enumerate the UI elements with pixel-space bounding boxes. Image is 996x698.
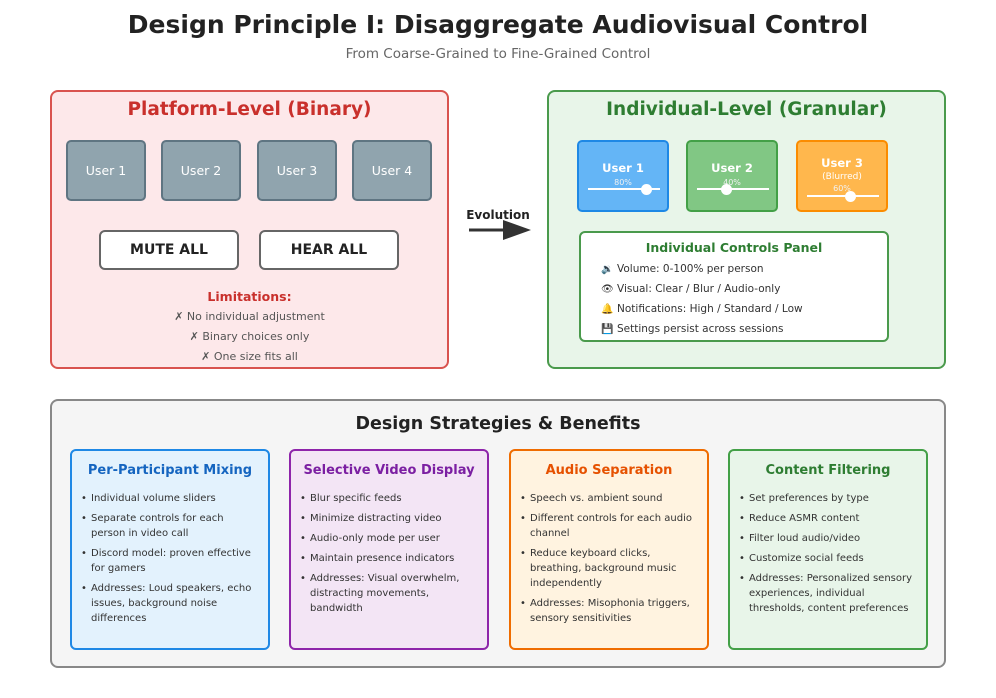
platform-user-label: User 1 (85, 163, 127, 178)
list-item: Different controls for each audio channe… (520, 511, 700, 541)
mute-all-button[interactable]: MUTE ALL (99, 230, 239, 270)
volume-percent-label: 60% (833, 184, 851, 193)
speaker-icon: 🔉 (601, 264, 614, 275)
page-subtitle: From Coarse-Grained to Fine-Grained Cont… (345, 46, 651, 62)
control-text: Volume: 0-100% per person (617, 263, 764, 275)
list-item: Individual volume sliders (81, 491, 261, 506)
limitation-item: ✗ One size fits all (201, 350, 298, 363)
strategy-list: Blur specific feeds Minimize distracting… (300, 491, 480, 621)
strategy-card-content-filtering: Content Filtering Set preferences by typ… (728, 449, 928, 650)
strategies-title: Design Strategies & Benefits (355, 414, 641, 434)
list-item: Blur specific feeds (300, 491, 480, 506)
platform-user-tile: User 2 (161, 140, 241, 201)
strategy-list: Set preferences by type Reduce ASMR cont… (739, 491, 919, 621)
control-text: Visual: Clear / Blur / Audio-only (617, 283, 781, 295)
strategy-card-title: Selective Video Display (303, 463, 475, 478)
hear-all-button[interactable]: HEAR ALL (259, 230, 399, 270)
evolution-label: Evolution (466, 208, 530, 222)
individual-controls-panel: Individual Controls Panel 🔉Volume: 0-100… (579, 231, 889, 342)
strategy-card-title: Content Filtering (765, 463, 891, 478)
eye-icon: 👁 (601, 284, 614, 295)
platform-user-tile: User 4 (352, 140, 432, 201)
individual-user-name: User 1 (602, 161, 644, 175)
volume-slider-handle[interactable] (845, 191, 857, 202)
evolution-arrow-icon (469, 220, 531, 240)
control-text: Settings persist across sessions (617, 323, 784, 335)
list-item: Discord model: proven effective for game… (81, 546, 261, 576)
page-title: Design Principle I: Disaggregate Audiovi… (127, 10, 869, 39)
list-item: Customize social feeds (739, 551, 919, 566)
individual-user-card: User 1 80% (577, 140, 669, 212)
design-strategies-panel: Design Strategies & Benefits Per-Partici… (50, 399, 946, 668)
strategy-card-title: Audio Separation (545, 463, 673, 478)
limitations-heading: Limitations: (207, 289, 292, 304)
strategy-list: Speech vs. ambient sound Different contr… (520, 491, 700, 631)
list-item: Maintain presence indicators (300, 551, 480, 566)
individual-level-title: Individual-Level (Granular) (606, 99, 887, 120)
control-row-notifications: 🔔Notifications: High / Standard / Low (601, 303, 803, 315)
platform-level-panel: Platform-Level (Binary) User 1 User 2 Us… (50, 90, 449, 369)
list-item: Minimize distracting video (300, 511, 480, 526)
control-row-persistence: 💾Settings persist across sessions (601, 323, 784, 335)
volume-percent-label: 80% (614, 178, 632, 187)
list-item: Addresses: Loud speakers, echo issues, b… (81, 581, 261, 626)
strategy-card-per-participant-mixing: Per-Participant Mixing Individual volume… (70, 449, 270, 650)
list-item: Speech vs. ambient sound (520, 491, 700, 506)
list-item: Filter loud audio/video (739, 531, 919, 546)
bell-icon: 🔔 (601, 304, 614, 315)
control-row-volume: 🔉Volume: 0-100% per person (601, 263, 764, 275)
control-row-visual: 👁Visual: Clear / Blur / Audio-only (601, 283, 780, 295)
volume-slider-track[interactable] (697, 188, 769, 190)
list-item: Reduce keyboard clicks, breathing, backg… (520, 546, 700, 591)
volume-slider-handle[interactable] (640, 184, 652, 195)
strategy-card-audio-separation: Audio Separation Speech vs. ambient soun… (509, 449, 709, 650)
limitation-item: ✗ No individual adjustment (174, 310, 325, 323)
strategy-card-selective-video-display: Selective Video Display Blur specific fe… (289, 449, 489, 650)
list-item: Set preferences by type (739, 491, 919, 506)
control-text: Notifications: High / Standard / Low (617, 303, 803, 315)
list-item: Separate controls for each person in vid… (81, 511, 261, 541)
individual-user-card: User 2 40% (686, 140, 778, 212)
list-item: Addresses: Visual overwhelm, distracting… (300, 571, 480, 616)
volume-slider-track[interactable] (807, 195, 879, 197)
platform-user-tile: User 1 (66, 140, 146, 201)
list-item: Reduce ASMR content (739, 511, 919, 526)
blurred-label: (Blurred) (822, 172, 862, 182)
individual-user-name: User 3 (821, 156, 863, 170)
volume-slider-track[interactable] (588, 188, 660, 190)
volume-percent-label: 40% (723, 178, 741, 187)
volume-slider-handle[interactable] (720, 184, 732, 195)
individual-user-card: User 3 (Blurred) 60% (796, 140, 888, 212)
individual-user-name: User 2 (711, 161, 753, 175)
individual-level-panel: Individual-Level (Granular) User 1 80% U… (547, 90, 946, 369)
strategy-list: Individual volume sliders Separate contr… (81, 491, 261, 631)
platform-user-label: User 4 (371, 163, 413, 178)
strategy-card-title: Per-Participant Mixing (87, 463, 253, 478)
list-item: Addresses: Misophonia triggers, sensory … (520, 596, 700, 626)
platform-user-tile: User 3 (257, 140, 337, 201)
platform-user-label: User 2 (180, 163, 222, 178)
platform-level-title: Platform-Level (Binary) (127, 99, 372, 120)
controls-panel-title: Individual Controls Panel (645, 240, 823, 255)
save-icon: 💾 (601, 324, 614, 335)
limitation-item: ✗ Binary choices only (189, 330, 310, 343)
list-item: Audio-only mode per user (300, 531, 480, 546)
platform-user-label: User 3 (276, 163, 318, 178)
list-item: Addresses: Personalized sensory experien… (739, 571, 919, 616)
